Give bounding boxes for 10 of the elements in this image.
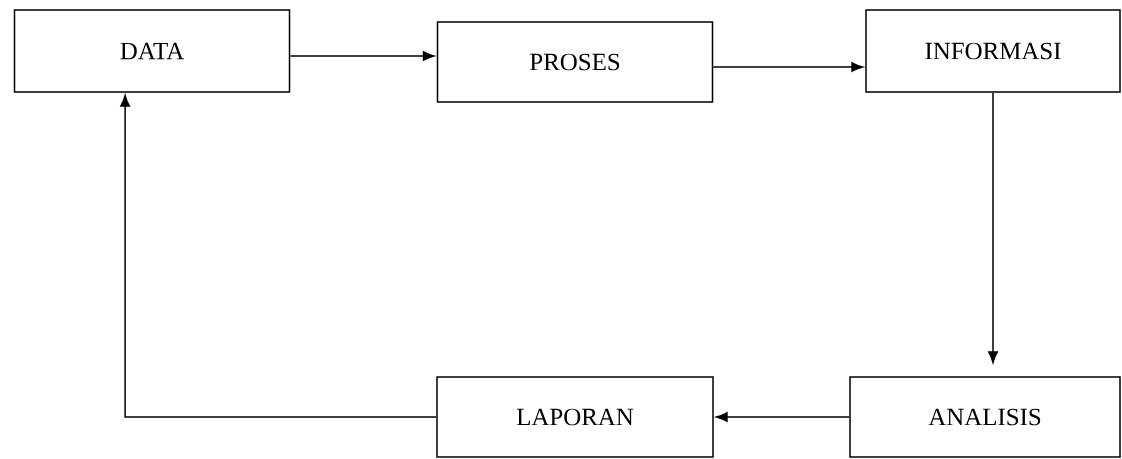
arrow [715,412,850,422]
process-box: INFORMASI [865,9,1121,93]
process-box: DATA [13,9,291,93]
arrow [712,62,864,72]
process-box: ANALISIS [849,376,1121,458]
arrow [988,92,998,364]
process-box: LAPORAN [436,376,714,458]
arrow [289,51,435,61]
process-box: PROSES [436,21,714,103]
arrow [120,94,437,418]
